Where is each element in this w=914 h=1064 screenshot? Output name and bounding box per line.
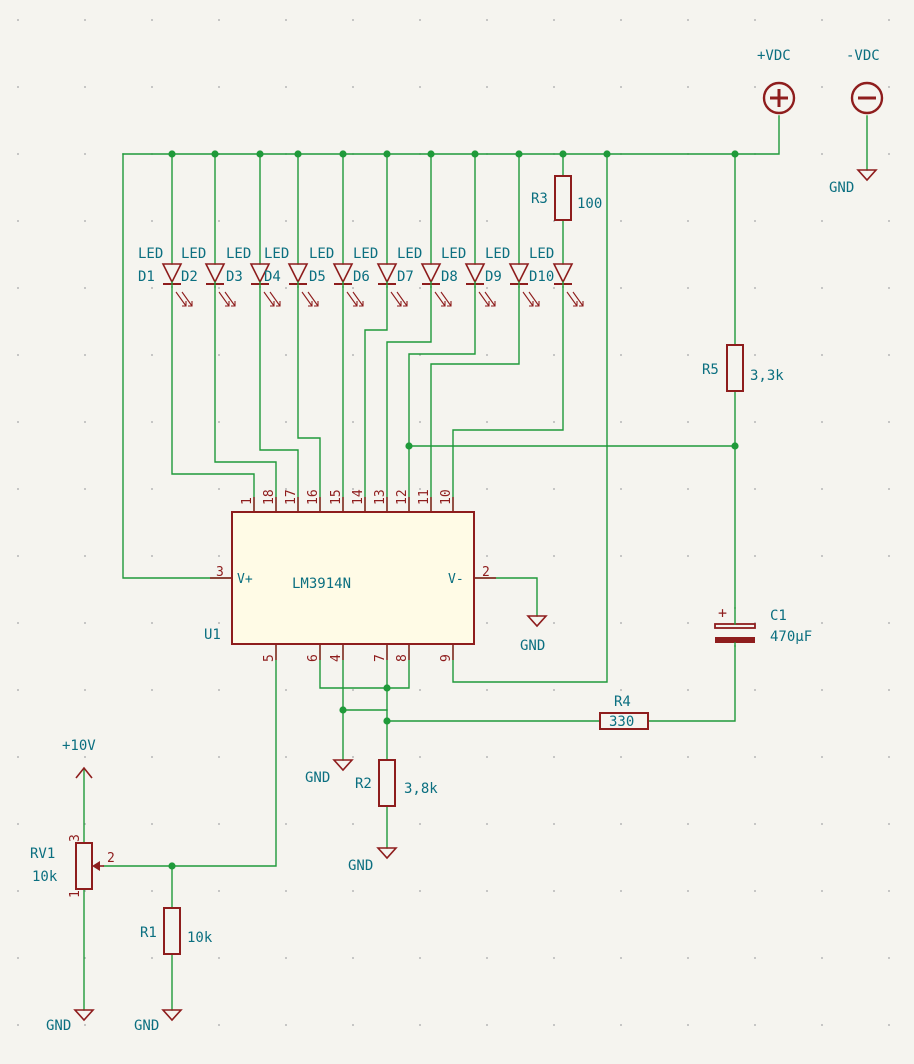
u1-pin-number: 13 [373,489,388,505]
u1-pin-number: 6 [306,654,321,662]
gnd-symbol-rlo: GND [305,759,354,786]
gnd-label: GND [829,180,854,196]
led-d10: LED D10 [529,246,584,307]
rv1-pin2: 2 [107,851,115,866]
led-d4: LED D4 [264,246,319,307]
led-value-label: LED [226,246,251,262]
resistor-r4: R4 330 [599,694,649,730]
u1-vminus-pin-name: V- [448,572,464,587]
led-ref-label: D7 [397,269,414,285]
led-ref-label: D3 [226,269,243,285]
led-value-label: LED [353,246,378,262]
v10-symbol: +10V [62,738,96,779]
resistor-r1: R1 10k [140,907,213,955]
u1-part-name: LM3914N [292,576,351,592]
led-ref-label: D8 [441,269,458,285]
led-value-label: LED [181,246,206,262]
u1-pin-number: 4 [329,654,344,662]
u1-pin-number: 1 [240,497,255,505]
u1-pin-number: 8 [395,654,410,662]
resistor-r2: R2 3,8k [355,759,438,807]
led-value-label: LED [264,246,289,262]
r1-ref: R1 [140,925,157,941]
vdc-pos-symbol: +VDC [757,48,796,115]
rv1-pin3: 3 [68,834,83,842]
led-ref-label: D10 [529,269,554,285]
gnd-label: GND [305,770,330,786]
led-d6: LED D6 [353,246,408,307]
rv1-value: 10k [32,869,58,885]
u1-pin-number: 10 [439,489,454,505]
led-d1: LED D1 [138,246,193,307]
r4-value: 330 [609,714,634,730]
gnd-label: GND [520,638,545,654]
r5-ref: R5 [702,362,719,378]
vdc-neg-label: -VDC [846,48,880,64]
vdc-pos-label: +VDC [757,48,791,64]
led-d9: LED D9 [485,246,540,307]
led-row: LED D1 LED D2 LED D3 LED D4 LED D5 LED D6 LED D7 LED D8… [138,246,584,307]
r4-ref: R4 [614,694,631,710]
rv1-pin1: 1 [68,890,83,898]
led-ref-label: D1 [138,269,155,285]
rv1-ref: RV1 [30,846,55,862]
resistor-r5: R5 3,3k [702,344,784,392]
u1-pin-number: 5 [262,654,277,662]
led-value-label: LED [485,246,510,262]
led-ref-label: D9 [485,269,502,285]
u1-vminus-pin-number: 2 [482,565,490,580]
gnd-symbol-rv1: GND [46,1009,95,1034]
led-d5: LED D5 [309,246,364,307]
c1-plus: + [718,604,727,622]
gnd-label: GND [134,1018,159,1034]
r3-ref: R3 [531,191,548,207]
led-ref-label: D4 [264,269,281,285]
u1-pin-number: 18 [262,489,277,505]
r3-value: 100 [577,196,602,212]
u1-pin-number: 9 [439,654,454,662]
r1-value: 10k [187,930,213,946]
resistor-r3: R3 100 [531,175,602,221]
led-d7: LED D7 [397,246,452,307]
gnd-label: GND [46,1018,71,1034]
led-d8: LED D8 [441,246,496,307]
u1-pin-number: 12 [395,489,410,505]
vdc-neg-symbol: -VDC [846,48,884,115]
u1-ref: U1 [204,627,221,643]
led-d3: LED D3 [226,246,281,307]
r2-ref: R2 [355,776,372,792]
u1-pin-number: 17 [284,489,299,505]
u1-pin-number: 15 [329,489,344,505]
u1-vplus-pin-name: V+ [237,572,253,587]
led-ref-label: D5 [309,269,326,285]
led-value-label: LED [138,246,163,262]
gnd-symbol-r2: GND [348,847,398,874]
gnd-label: GND [348,858,373,874]
gnd-symbol-u1: GND [520,615,548,654]
ic-u1: 1LED118LED217LED316LED415LED514LED613LED… [204,489,496,662]
u1-pin-number: 14 [351,489,366,505]
potentiometer-rv1: RV1 10k 3 2 1 [30,834,115,898]
c1-value: 470µF [770,629,812,645]
capacitor-c1: + C1 470µF [714,604,812,647]
led-ref-label: D2 [181,269,198,285]
gnd-symbol-r1: GND [134,1009,183,1034]
gnd-symbol-vdc: GND [829,169,878,196]
u1-pin-number: 16 [306,489,321,505]
led-value-label: LED [309,246,334,262]
r2-value: 3,8k [404,781,438,797]
u1-pin-number: 11 [417,489,432,505]
led-ref-label: D6 [353,269,370,285]
u1-pin-number: 7 [373,654,388,662]
v10-label: +10V [62,738,96,754]
u1-vplus-pin-number: 3 [216,565,224,580]
led-value-label: LED [397,246,422,262]
junction-dots [168,150,739,870]
r5-value: 3,3k [750,368,784,384]
led-d2: LED D2 [181,246,236,307]
led-value-label: LED [529,246,554,262]
c1-ref: C1 [770,608,787,624]
led-value-label: LED [441,246,466,262]
